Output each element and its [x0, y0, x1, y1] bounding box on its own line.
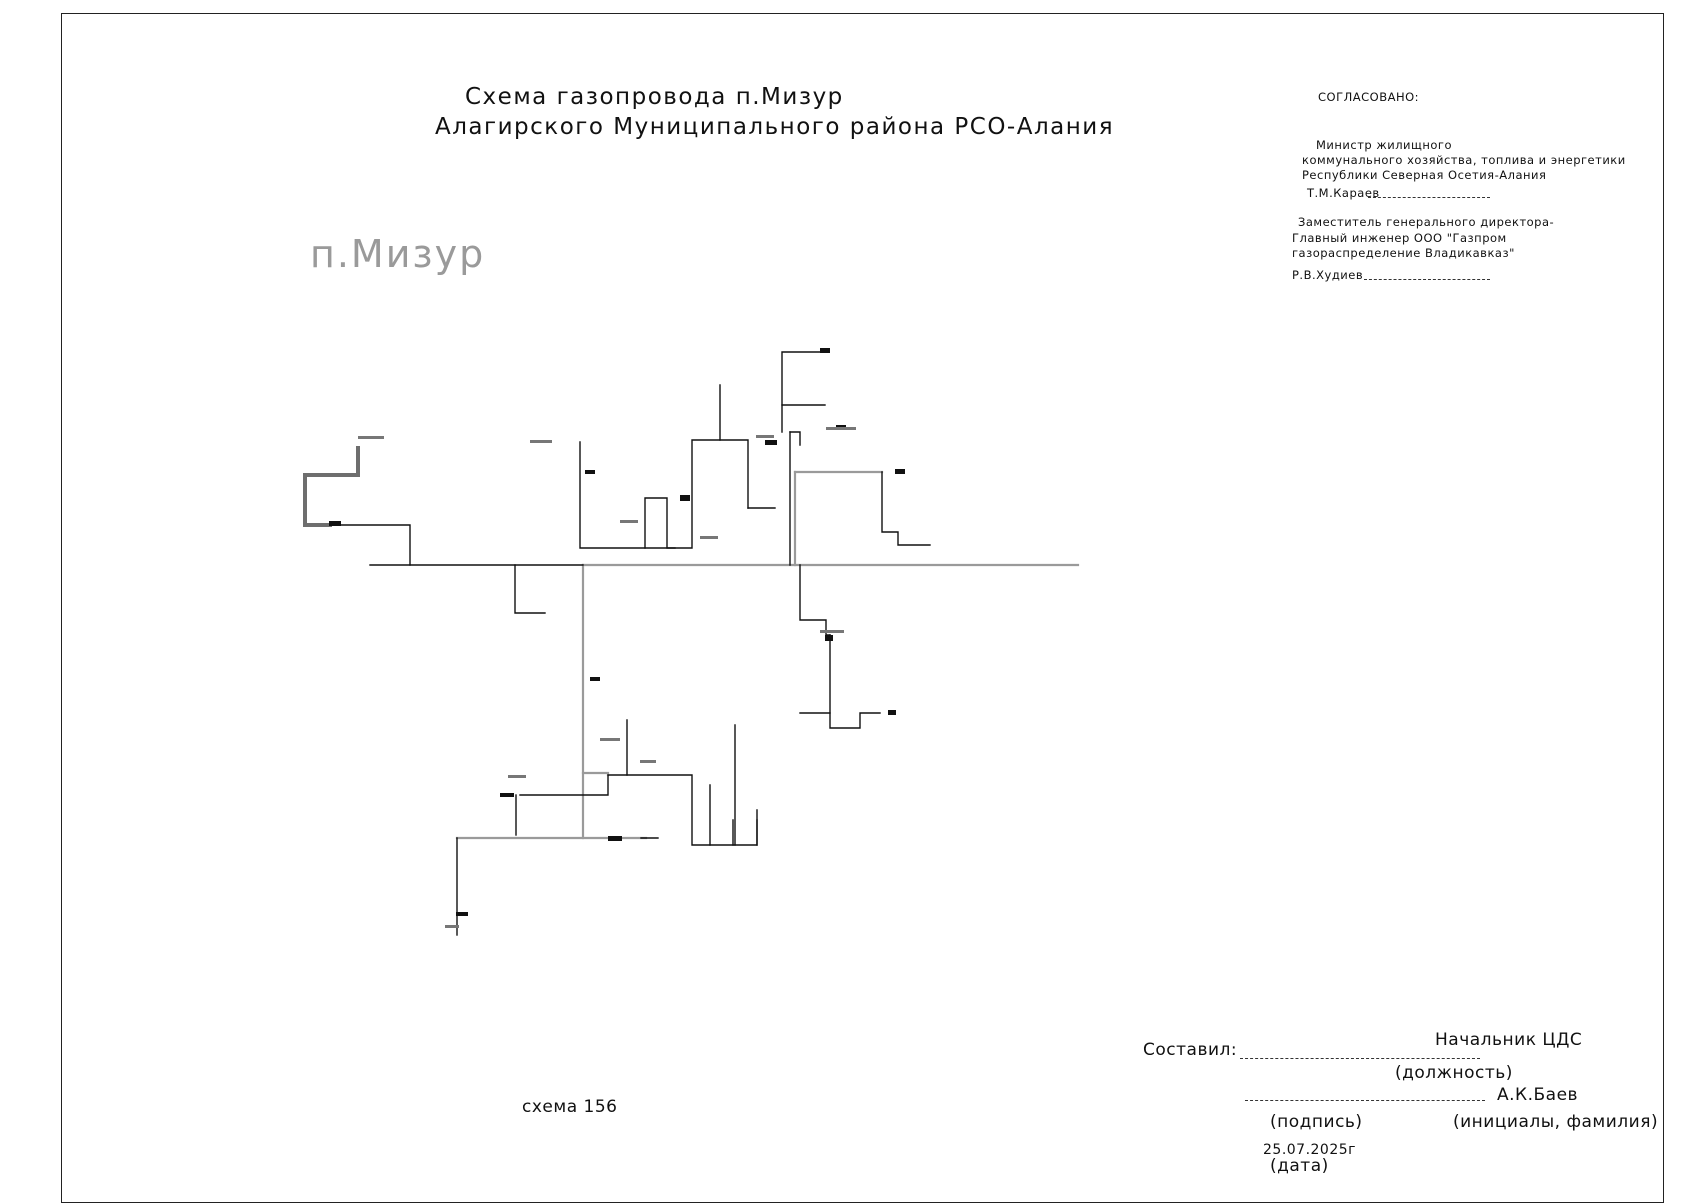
pipe-east-branch	[881, 471, 931, 546]
approval-minister-line3: Республики Северная Осетия-Алания	[1302, 168, 1547, 182]
annotation-mark	[620, 520, 638, 523]
pipe-south-risers	[626, 719, 736, 846]
signature-line	[1245, 1100, 1485, 1101]
approval-deputy-line2: Главный инженер ООО "Газпром	[1292, 231, 1507, 245]
annotation-mark	[640, 760, 656, 763]
approval-deputy-name: Р.В.Худиев	[1292, 268, 1364, 282]
annotation-mark	[358, 436, 384, 439]
approval-deputy-line1: Заместитель генерального директора-	[1298, 215, 1555, 229]
position-line	[1240, 1058, 1480, 1059]
valve-marker	[500, 793, 514, 797]
position-value: Начальник ЦДС	[1435, 1030, 1583, 1050]
valve-marker	[585, 470, 595, 474]
pipe-southeast-loop	[829, 634, 881, 729]
date-caption: (дата)	[1270, 1156, 1329, 1176]
date-value: 25.07.2025г	[1263, 1142, 1357, 1158]
name-value: А.К.Баев	[1497, 1085, 1579, 1105]
distribution-pipes	[329, 351, 931, 936]
pipe-north-block-a	[579, 441, 676, 549]
scheme-title-line1: Схема газопровода п.Мизур	[465, 84, 844, 110]
main-pipe-stub	[581, 771, 610, 777]
position-caption: (должность)	[1395, 1063, 1513, 1083]
pipe-southeast-drop	[799, 564, 831, 636]
signature-caption: (подпись)	[1270, 1112, 1363, 1132]
pipe-north-branches	[781, 404, 826, 446]
valve-marker	[895, 469, 905, 474]
annotation-mark	[700, 536, 718, 539]
pipe-south-loop	[519, 774, 758, 846]
annotation-mark	[445, 925, 459, 928]
compiled-by-label: Составил:	[1143, 1040, 1238, 1060]
pipe-north-riser	[781, 351, 825, 433]
scheme-number: схема 156	[522, 1097, 618, 1117]
annotation-mark	[508, 775, 526, 778]
annotation-mark	[756, 435, 774, 438]
valve-marker	[680, 495, 690, 501]
thick-pipe-west-riser	[303, 446, 360, 477]
thick-pipe-west	[303, 473, 332, 527]
minister-signature-line	[1368, 197, 1490, 198]
village-label: п.Мизур	[310, 232, 486, 276]
fittings	[329, 348, 905, 916]
valve-marker	[888, 710, 896, 715]
pipe-south-verticals	[709, 784, 758, 846]
scheme-title-line2: Алагирского Муниципального района РСО-Ал…	[435, 114, 1115, 140]
name-caption: (инициалы, фамилия)	[1453, 1112, 1659, 1132]
approval-minister-line1: Министр жилищного	[1316, 138, 1452, 152]
pipe-west-drop	[514, 564, 546, 614]
pipe-west-link	[329, 524, 411, 566]
valve-marker	[765, 440, 777, 445]
valve-marker	[590, 677, 600, 681]
approval-minister-name: Т.М.Караев	[1307, 186, 1380, 200]
annotation-marks	[358, 427, 856, 928]
valve-marker	[456, 912, 468, 916]
pipe-north-block-b	[644, 439, 749, 549]
valve-marker	[825, 635, 833, 641]
approval-deputy-line3: газораспределение Владикавказ"	[1292, 246, 1515, 260]
main-pipelines	[455, 470, 1080, 840]
approval-minister-line2: коммунального хозяйства, топлива и энерг…	[1302, 153, 1626, 167]
annotation-mark	[600, 738, 620, 741]
annotation-mark	[820, 630, 844, 633]
valve-marker	[329, 521, 341, 526]
annotation-mark	[826, 427, 856, 430]
deputy-signature-line	[1364, 279, 1490, 280]
pipe-north-block-c	[719, 384, 776, 509]
approval-heading: СОГЛАСОВАНО:	[1318, 90, 1420, 104]
valve-marker	[608, 836, 622, 841]
valve-marker	[820, 348, 830, 353]
annotation-mark	[530, 440, 552, 443]
